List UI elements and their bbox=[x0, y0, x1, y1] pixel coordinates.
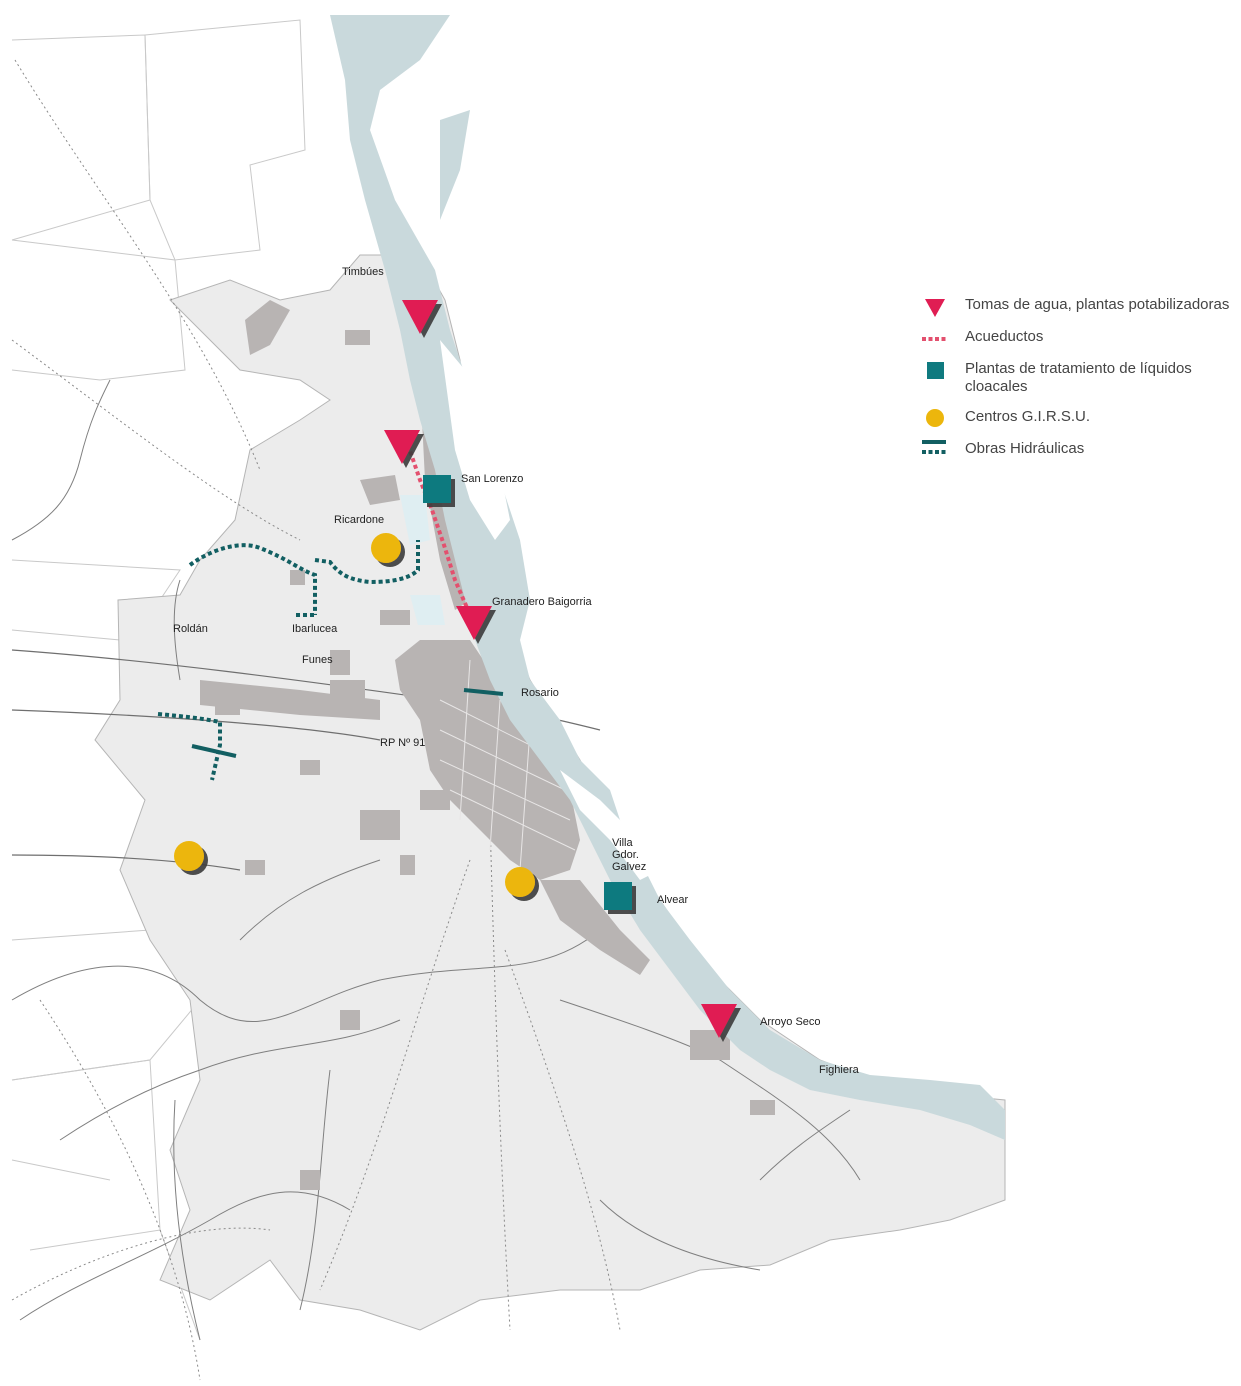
place-labels: Timbúes San Lorenzo Ricardone Granadero … bbox=[173, 266, 860, 1076]
dotted-rail-lines bbox=[11, 59, 621, 1381]
teal-lines-icon bbox=[922, 440, 952, 460]
urban-areas bbox=[200, 300, 775, 1190]
yellow-circle-icon bbox=[922, 408, 952, 428]
hydraulic-solid-west bbox=[191, 744, 237, 758]
water-intake-baigorria-icon bbox=[456, 606, 492, 640]
hydraulic-dotted-north bbox=[188, 540, 420, 615]
legend-item-water-intakes: Tomas de agua, plantas potabilizadoras bbox=[922, 296, 1237, 317]
label-ricardone: Ricardone bbox=[334, 514, 384, 526]
water-intake-san-lorenzo-icon bbox=[384, 430, 420, 464]
legend-label: Centros G.I.R.S.U. bbox=[965, 408, 1091, 425]
hydraulic-dotted-west bbox=[157, 712, 222, 781]
girsu-centers bbox=[174, 533, 535, 897]
water-intakes bbox=[384, 300, 737, 1038]
girsu-west-icon bbox=[174, 841, 204, 871]
map-legend: Tomas de agua, plantas potabilizadoras A… bbox=[922, 296, 1237, 472]
label-funes: Funes bbox=[302, 654, 333, 666]
legend-item-aqueducts: Acueductos bbox=[922, 328, 1237, 348]
water-intake-arroyo-seco-icon bbox=[701, 1004, 737, 1038]
label-rosario: Rosario bbox=[521, 687, 559, 699]
label-timbues: Timbúes bbox=[342, 266, 384, 278]
legend-item-treatment-plants: Plantas de tratamiento de líquidos cloac… bbox=[922, 360, 1237, 396]
girsu-south-icon bbox=[505, 867, 535, 897]
label-rp91: RP Nº 91 bbox=[380, 737, 425, 749]
girsu-ricardone-icon bbox=[371, 533, 401, 563]
label-fighiera: Fighiera bbox=[819, 1064, 860, 1076]
legend-label: Acueductos bbox=[965, 328, 1044, 345]
urban-grid bbox=[439, 659, 576, 871]
hydraulic-works bbox=[157, 540, 504, 781]
label-alvear: Alvear bbox=[657, 894, 689, 906]
label-villa-gdor-galvez-2: Gdor. bbox=[612, 849, 639, 861]
legend-label: Obras Hidráulicas bbox=[965, 440, 1085, 457]
teal-square-icon bbox=[922, 360, 952, 380]
red-dotted-line-icon bbox=[922, 328, 952, 348]
hydraulic-solid-rosario bbox=[463, 688, 504, 696]
treatment-plant-san-lorenzo-icon bbox=[423, 475, 451, 503]
legend-label: Tomas de agua, plantas potabilizadoras bbox=[965, 296, 1230, 313]
label-ibarlucea: Ibarlucea bbox=[292, 623, 338, 635]
label-granadero-baigorria: Granadero Baigorria bbox=[492, 596, 593, 608]
water-intake-timbues-icon bbox=[402, 300, 438, 334]
label-san-lorenzo: San Lorenzo bbox=[461, 473, 523, 485]
legend-item-hydraulic-works: Obras Hidráulicas bbox=[922, 440, 1237, 460]
light-blue-areas bbox=[400, 495, 445, 625]
label-roldan: Roldán bbox=[173, 623, 208, 635]
legend-label: Plantas de tratamiento de líquidos cloac… bbox=[965, 360, 1192, 395]
treatment-plants bbox=[423, 475, 632, 910]
treatment-plant-alvear-icon bbox=[604, 882, 632, 910]
roads bbox=[11, 379, 861, 1341]
label-villa-gdor-galvez-1: Villa bbox=[612, 837, 633, 849]
legend-item-girsu: Centros G.I.R.S.U. bbox=[922, 408, 1237, 428]
label-arroyo-seco: Arroyo Seco bbox=[760, 1016, 821, 1028]
label-villa-gdor-galvez-3: Galvez bbox=[612, 861, 646, 873]
parana-river bbox=[330, 15, 1005, 1140]
red-triangle-icon bbox=[922, 296, 952, 317]
